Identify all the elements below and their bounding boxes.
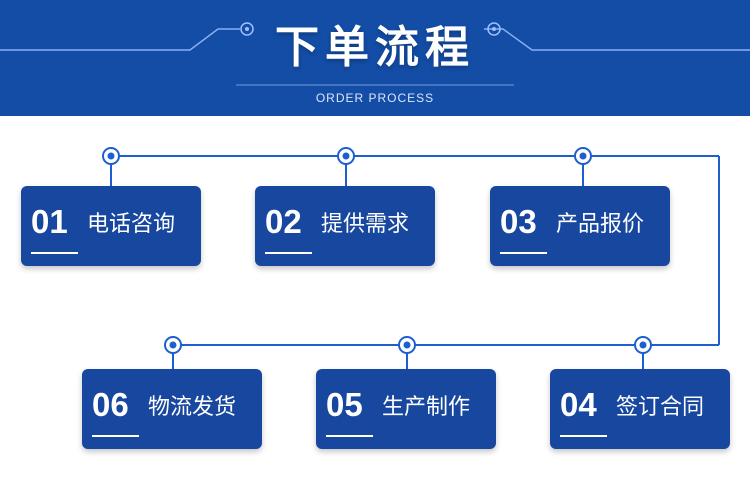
- step-number: 06: [92, 386, 129, 423]
- step-number: 03: [500, 203, 537, 240]
- step-connector-05: [398, 336, 416, 369]
- step-number: 01: [31, 203, 68, 240]
- step-label: 提供需求: [321, 212, 410, 237]
- step-underline: [326, 435, 373, 437]
- step-label: 产品报价: [556, 212, 645, 237]
- header-banner: 下单流程 ORDER PROCESS: [0, 0, 750, 116]
- step-connector-04: [634, 336, 652, 369]
- step-underline: [92, 435, 139, 437]
- step-number: 05: [326, 386, 363, 423]
- step-label: 电话咨询: [87, 212, 176, 237]
- step-label: 生产制作: [382, 395, 471, 420]
- step-card-02: 02 提供需求: [255, 186, 435, 266]
- step-underline: [31, 252, 78, 254]
- step-underline: [265, 252, 312, 254]
- step-card-06: 06 物流发货: [82, 369, 262, 449]
- step-card-05: 05 生产制作: [316, 369, 496, 449]
- step-underline: [500, 252, 547, 254]
- step-label: 签订合同: [616, 395, 705, 420]
- header-decoration: [0, 22, 750, 86]
- page-title: 下单流程: [275, 22, 475, 73]
- step-connector-02: [337, 147, 355, 186]
- step-card-03: 03 产品报价: [490, 186, 670, 266]
- step-label: 物流发货: [148, 395, 237, 420]
- step-number: 04: [560, 386, 597, 423]
- step-number: 02: [265, 203, 302, 240]
- step-connector-01: [102, 147, 120, 186]
- page-subtitle: ORDER PROCESS: [315, 91, 435, 105]
- step-connector-03: [574, 147, 592, 186]
- step-card-04: 04 签订合同: [550, 369, 730, 449]
- step-underline: [560, 435, 607, 437]
- step-connector-06: [164, 336, 182, 369]
- step-card-01: 01 电话咨询: [21, 186, 201, 266]
